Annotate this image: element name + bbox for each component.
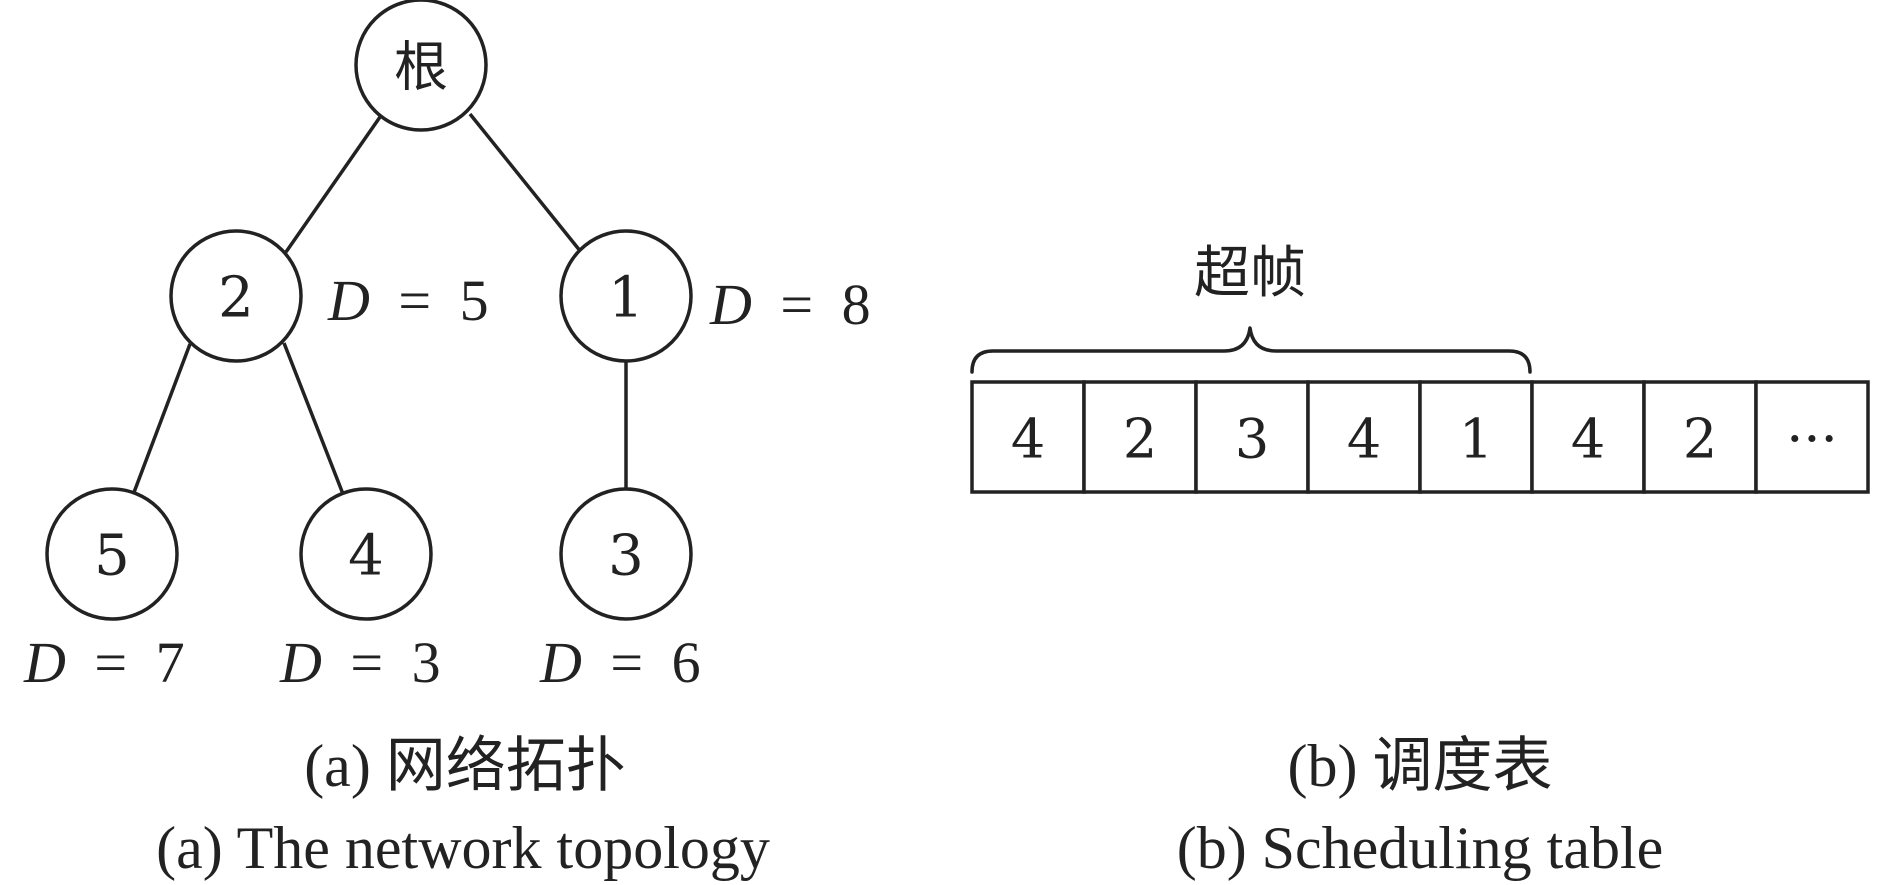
schedule-cell-box — [1306, 380, 1422, 494]
node-2-label: 2 — [218, 266, 254, 331]
schedule-cell-value: 4 — [1571, 408, 1605, 471]
schedule-cell: 4 — [1306, 380, 1422, 494]
edge-n2-n4 — [282, 342, 345, 495]
deadline-value: 7 — [156, 630, 185, 695]
node-3-circle — [559, 487, 693, 621]
node-4-deadline: D = 3 — [279, 630, 441, 695]
root-node-circle — [354, 0, 488, 132]
schedule-cell-box — [970, 380, 1086, 494]
edge-n2-n5 — [131, 343, 192, 496]
schedule-cell-value: 1 — [1459, 408, 1493, 471]
schedule-cell: 4 — [1530, 380, 1646, 494]
deadline-var: D — [279, 630, 322, 695]
schedule-cell-value: 2 — [1123, 408, 1157, 471]
schedule-cell-value: 4 — [1011, 408, 1045, 471]
schedule-cell-value: 4 — [1347, 408, 1381, 471]
deadline-var: D — [327, 268, 370, 333]
schedule-cell: 3 — [1194, 380, 1310, 494]
node-2: 2 — [169, 229, 303, 363]
node-4: 4 — [299, 487, 433, 621]
schedule-cell-value: 3 — [1235, 408, 1269, 471]
deadline-var: D — [23, 630, 66, 695]
node-5-circle — [45, 487, 179, 621]
schedule-cell: ··· — [1754, 380, 1870, 494]
node-4-circle — [299, 487, 433, 621]
node-3-deadline: D = 6 — [539, 630, 701, 695]
schedule-cell: 2 — [1082, 380, 1198, 494]
schedule-cell-box — [1194, 380, 1310, 494]
deadline-value: 3 — [412, 630, 441, 695]
root-node: 根 — [354, 0, 488, 132]
node-5-label: 5 — [94, 524, 130, 589]
edge-root-n1 — [468, 112, 583, 254]
node-3-label: 3 — [608, 524, 644, 589]
deadline-value: 5 — [460, 268, 489, 333]
node-1: 1 — [559, 229, 693, 363]
schedule-cell-box — [1642, 380, 1758, 494]
schedule-cell-box — [1082, 380, 1198, 494]
topology-caption-cn: (a) 网络拓扑 — [304, 733, 626, 799]
schedule-cell-value: 2 — [1683, 408, 1717, 471]
node-1-label: 1 — [608, 266, 644, 331]
node-2-deadline: D = 5 — [327, 268, 489, 333]
deadline-equals: = — [780, 272, 813, 337]
schedule-caption-en: (b) Scheduling table — [1177, 815, 1664, 881]
node-2-circle — [169, 229, 303, 363]
node-4-label: 4 — [348, 524, 384, 589]
deadline-value: 6 — [672, 630, 701, 695]
deadline-var: D — [539, 630, 582, 695]
schedule-cell-box — [1754, 380, 1870, 494]
network-topology: 根 2 D = 5 1 D = 8 5 D = 7 — [23, 0, 871, 881]
topology-caption-en: (a) The network topology — [156, 815, 770, 881]
node-5: 5 — [45, 487, 179, 621]
deadline-equals: = — [350, 630, 383, 695]
schedule-cell: 2 — [1642, 380, 1758, 494]
schedule-caption-cn: (b) 调度表 — [1288, 733, 1553, 799]
node-1-circle — [559, 229, 693, 363]
deadline-var: D — [709, 272, 752, 337]
deadline-value: 8 — [842, 272, 871, 337]
schedule-cell: 1 — [1418, 380, 1534, 494]
deadline-equals: = — [94, 630, 127, 695]
superframe-brace — [970, 326, 1532, 374]
schedule-cells: 4 2 3 4 1 4 2 ··· — [970, 380, 1870, 494]
schedule-cell-box — [1530, 380, 1646, 494]
superframe-label: 超帧 — [1194, 241, 1306, 306]
root-node-label: 根 — [394, 36, 448, 99]
schedule-cell-box — [1418, 380, 1534, 494]
deadline-equals: = — [398, 268, 431, 333]
node-3: 3 — [559, 487, 693, 621]
scheduling-table: 超帧 4 2 3 4 1 4 2 ··· (b) 调度表 (b) Scheduling tab… — [970, 241, 1870, 881]
node-5-deadline: D = 7 — [23, 630, 185, 695]
deadline-equals: = — [610, 630, 643, 695]
node-1-deadline: D = 8 — [709, 272, 871, 337]
edge-root-n2 — [284, 116, 382, 253]
schedule-cell-value: ··· — [1786, 408, 1838, 471]
schedule-cell: 4 — [970, 380, 1086, 494]
